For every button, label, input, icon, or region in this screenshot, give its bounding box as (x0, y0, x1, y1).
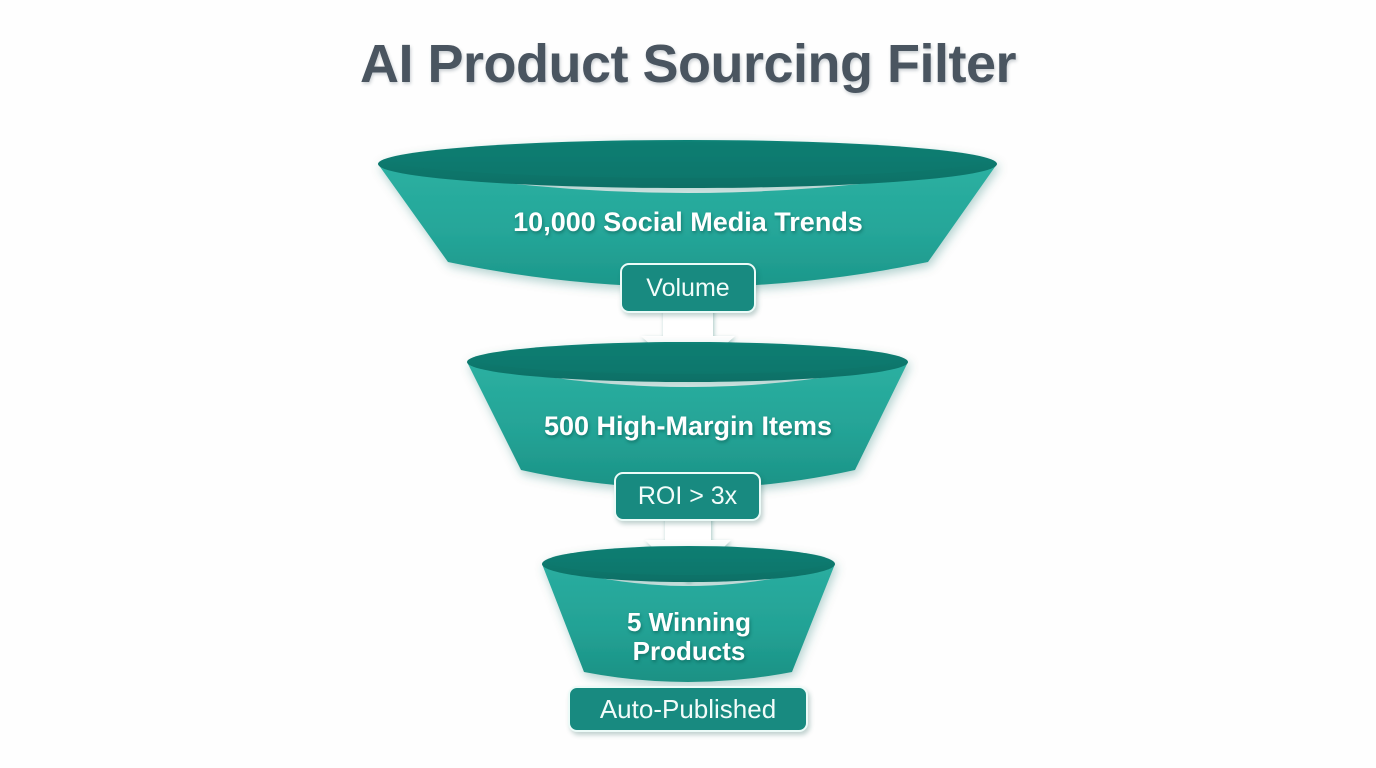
arrow-down-icon (645, 508, 731, 582)
arrow-down-icon (641, 300, 735, 378)
funnel-stage-2-rim-inner (473, 344, 902, 374)
roi-filter-badge[interactable]: ROI > 3x (614, 472, 761, 521)
auto-published-badge[interactable]: Auto-Published (568, 686, 808, 732)
funnel-stage-3-rim-inner (547, 546, 830, 576)
funnel-stage-2 (467, 341, 908, 489)
funnel-stage-1 (378, 139, 997, 287)
roi-filter-badge-label: ROI > 3x (637, 482, 738, 510)
funnel-stage-1-body (378, 164, 997, 287)
arrow-stage1-to-stage2 (641, 300, 735, 378)
arrow-stage2-to-stage3 (645, 508, 731, 582)
funnel-stage-1-rim-inner (386, 142, 989, 178)
funnel-stage-3-body (542, 564, 835, 682)
volume-filter-badge-label: Volume (646, 273, 730, 302)
volume-filter-badge[interactable]: Volume (620, 263, 756, 313)
funnel-stage-3 (542, 545, 835, 682)
auto-published-badge-label: Auto-Published (599, 693, 777, 724)
page-title: AI Product Sourcing Filter (359, 34, 1017, 94)
funnel-stage-2-body (467, 362, 908, 489)
